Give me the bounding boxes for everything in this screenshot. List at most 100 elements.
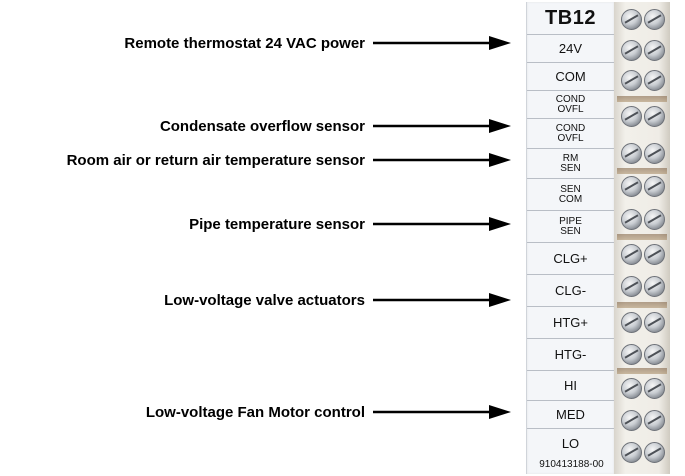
callout-fan-motor: Low-voltage Fan Motor control [146, 402, 511, 422]
screw-pair [617, 340, 667, 368]
terminal-lo: LO [527, 428, 614, 459]
screw-icon [644, 244, 665, 265]
screw-icon [644, 312, 665, 333]
screw-icon [621, 209, 642, 230]
terminal-hi: HI [527, 370, 614, 401]
terminal-label-strip: TB12 24V COM COND OVFL COND OVFL RM SEN … [526, 2, 615, 474]
terminal-htg-plus: HTG+ [527, 306, 614, 339]
callout-label: Remote thermostat 24 VAC power [124, 34, 365, 52]
terminal-com: COM [527, 62, 614, 91]
terminal-gap [617, 168, 667, 174]
screw-icon [621, 143, 642, 164]
screw-icon [644, 410, 665, 431]
terminal-gap [617, 234, 667, 240]
terminal-label: HTG- [554, 347, 587, 362]
terminal-block-title: TB12 [545, 6, 596, 29]
callout-valve-actuators: Low-voltage valve actuators [164, 290, 511, 310]
terminal-label: HTG+ [552, 315, 589, 330]
terminal-label-line2: SEN [560, 163, 581, 174]
callout-room-air-sensor: Room air or return air temperature senso… [67, 150, 511, 170]
screw-pair [617, 102, 667, 130]
screw-icon [621, 40, 642, 61]
screw-pair [617, 308, 667, 336]
arrow-icon [373, 293, 511, 307]
arrow-icon [373, 217, 511, 231]
callout-label: Low-voltage valve actuators [164, 291, 365, 309]
part-number: 910413188-00 [539, 459, 604, 470]
screw-pair [617, 36, 667, 64]
terminal-24v: 24V [527, 34, 614, 63]
terminal-label-line1: COND [555, 123, 586, 134]
screw-icon [621, 244, 642, 265]
callout-thermostat-power: Remote thermostat 24 VAC power [124, 33, 511, 53]
callout-label: Room air or return air temperature senso… [66, 151, 365, 169]
screw-icon [644, 143, 665, 164]
screw-pair [617, 205, 667, 233]
screw-icon [621, 378, 642, 399]
screw-icon [621, 442, 642, 463]
terminal-clg-plus: CLG+ [527, 242, 614, 275]
screw-pair [617, 139, 667, 167]
arrow-icon [373, 405, 511, 419]
terminal-label: LO [561, 436, 580, 451]
terminal-label: COM [555, 69, 586, 84]
terminal-med: MED [527, 400, 614, 429]
terminal-label-line1: COND [555, 94, 586, 105]
terminal-label-line2: OVFL [557, 133, 584, 144]
terminal-label-line2: COM [558, 194, 583, 205]
screw-pair [617, 374, 667, 402]
arrow-icon [373, 153, 511, 167]
screw-pair [617, 272, 667, 300]
terminal-label: 24V [558, 41, 583, 56]
terminal-label: CLG+ [553, 251, 588, 266]
terminal-label-line2: OVFL [557, 104, 584, 115]
screw-icon [621, 176, 642, 197]
screw-icon [644, 106, 665, 127]
screw-terminal-column [614, 2, 670, 474]
terminal-htg-minus: HTG- [527, 338, 614, 371]
terminal-label-line2: SEN [560, 226, 581, 237]
terminal-gap [617, 96, 667, 102]
screw-pair [617, 406, 667, 434]
terminal-cond-ovfl-1: COND OVFL [527, 90, 614, 119]
screw-icon [644, 176, 665, 197]
screw-icon [621, 276, 642, 297]
screw-pair [617, 5, 667, 33]
callout-label: Condensate overflow sensor [159, 117, 365, 135]
screw-icon [644, 378, 665, 399]
screw-icon [621, 106, 642, 127]
callout-pipe-sensor: Pipe temperature sensor [189, 214, 511, 234]
callout-condensate-sensor: Condensate overflow sensor [160, 116, 511, 136]
terminal-sen-com: SEN COM [527, 178, 614, 211]
terminal-label: MED [556, 407, 585, 422]
callout-label: Pipe temperature sensor [189, 215, 365, 233]
terminal-label-line1: SEN [560, 184, 581, 195]
terminal-cond-ovfl-2: COND OVFL [527, 118, 614, 149]
screw-pair [617, 240, 667, 268]
screw-icon [621, 70, 642, 91]
terminal-label-line1: PIPE [559, 216, 582, 227]
screw-icon [644, 276, 665, 297]
screw-icon [644, 209, 665, 230]
terminal-label-line1: RM [562, 153, 579, 164]
callout-label: Low-voltage Fan Motor control [145, 403, 365, 421]
screw-icon [621, 344, 642, 365]
terminal-label: CLG- [554, 283, 587, 298]
terminal-rm-sen: RM SEN [527, 148, 614, 179]
screw-icon [644, 344, 665, 365]
screw-icon [644, 442, 665, 463]
terminal-gap [617, 368, 667, 374]
screw-icon [644, 9, 665, 30]
screw-icon [644, 40, 665, 61]
screw-pair [617, 438, 667, 466]
screw-pair [617, 172, 667, 200]
terminal-label: HI [564, 378, 577, 393]
screw-icon [621, 312, 642, 333]
screw-icon [621, 410, 642, 431]
terminal-pipe-sen: PIPE SEN [527, 210, 614, 243]
screw-pair [617, 66, 667, 94]
screw-icon [621, 9, 642, 30]
screw-icon [644, 70, 665, 91]
terminal-clg-minus: CLG- [527, 274, 614, 307]
terminal-gap [617, 302, 667, 308]
